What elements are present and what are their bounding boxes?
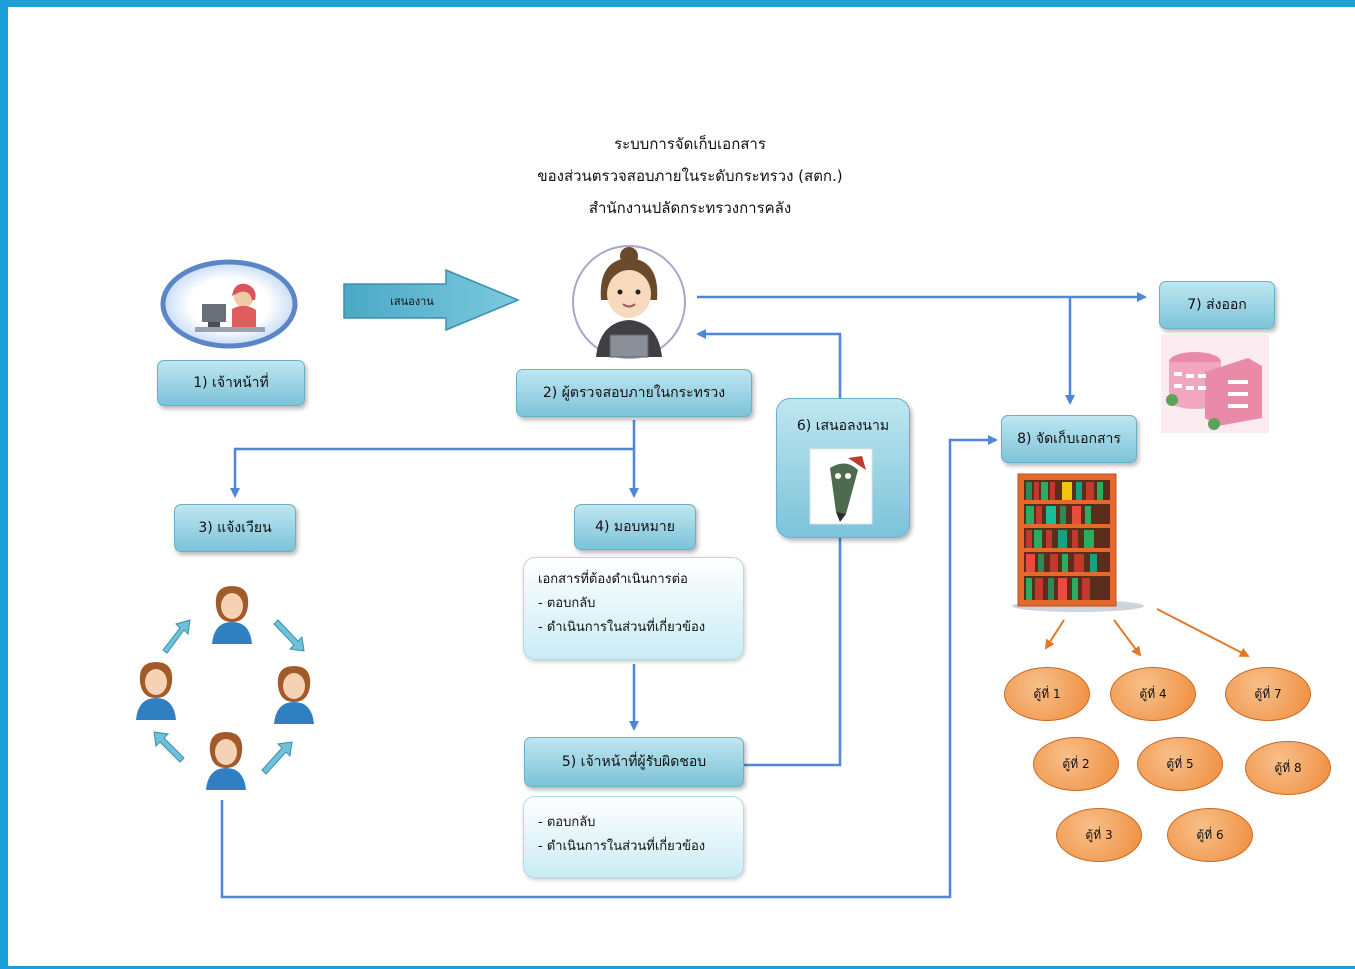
assign-note-item-1: - ตอบกลับ (538, 596, 596, 611)
cabinet-2: ตู้ที่ 2 (1033, 737, 1119, 791)
staff-person-icon-bottom (206, 732, 246, 790)
assign-note-item-2: - ดำเนินการในส่วนที่เกี่ยวข้อง (538, 620, 706, 635)
cabinet-6: ตู้ที่ 6 (1167, 808, 1253, 862)
bookshelf-icon (1012, 473, 1144, 612)
circulation-arrows (153, 619, 305, 775)
step-1-officer: 1) เจ้าหน้าที่ (157, 360, 305, 406)
cabinet-arrows (1044, 608, 1250, 657)
cabinet-7: ตู้ที่ 7 (1225, 667, 1311, 721)
staff-person-icon-right (274, 666, 314, 724)
title-line-3: สำนักงานปลัดกระทรวงการคลัง (588, 199, 792, 217)
step-6-submit-signature: 6) เสนอลงนาม (776, 398, 910, 538)
step-4-assign: 4) มอบหมาย (574, 504, 696, 550)
staff-person-icon-left (136, 662, 176, 720)
title-line-2: ของส่วนตรวจสอบภายในระดับกระทรวง (สตก.) (537, 167, 843, 185)
present-work-arrow (343, 268, 520, 332)
step-5-responsible-officer: 5) เจ้าหน้าที่ผู้รับผิดชอบ (524, 737, 744, 787)
inspector-avatar-icon (572, 245, 686, 359)
step-7-send-out: 7) ส่งออก (1159, 281, 1275, 329)
step-8-store-documents: 8) จัดเก็บเอกสาร (1001, 415, 1137, 463)
assign-note: เอกสารที่ต้องดำเนินการต่อ - ตอบกลับ - ดำ… (523, 557, 744, 660)
responsible-note-item-2: - ดำเนินการในส่วนที่เกี่ยวข้อง (538, 839, 706, 854)
officer-at-desk-icon (160, 259, 298, 349)
assign-note-heading: เอกสารที่ต้องดำเนินการต่อ (538, 572, 688, 587)
title-line-1: ระบบการจัดเก็บเอกสาร (614, 135, 766, 153)
responsible-note: - ตอบกลับ - ดำเนินการในส่วนที่เกี่ยวข้อง (523, 796, 744, 878)
cabinet-8: ตู้ที่ 8 (1245, 741, 1331, 795)
staff-person-icon-top (212, 586, 252, 644)
cabinet-3: ตู้ที่ 3 (1056, 808, 1142, 862)
step-2-inspector: 2) ผู้ตรวจสอบภายในกระทรวง (516, 369, 752, 417)
responsible-note-item-1: - ตอบกลับ (538, 815, 596, 830)
cabinet-4: ตู้ที่ 4 (1110, 667, 1196, 721)
office-building-icon (1161, 335, 1269, 433)
present-work-label: เสนองาน (390, 295, 434, 308)
step-3-circulate: 3) แจ้งเวียน (174, 504, 296, 552)
flow-connectors (220, 292, 1147, 899)
cabinet-5: ตู้ที่ 5 (1137, 737, 1223, 791)
cabinet-1: ตู้ที่ 1 (1004, 667, 1090, 721)
